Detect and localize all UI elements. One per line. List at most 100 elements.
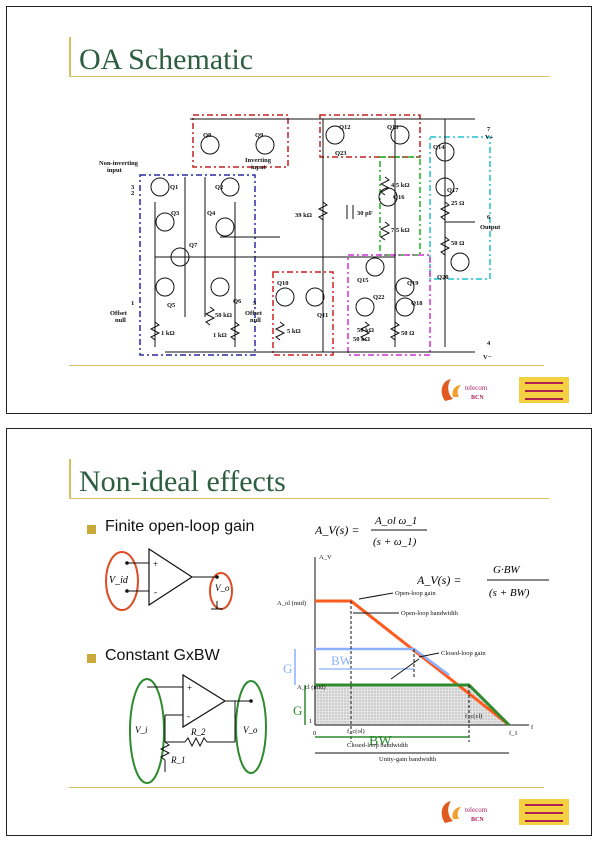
opamp-triangle xyxy=(148,547,194,607)
label-r-50-b: 50 Ω xyxy=(401,330,414,337)
opamp-plus: + xyxy=(187,683,192,693)
opamp-minus: - xyxy=(187,711,190,721)
vo-highlight xyxy=(235,680,267,774)
label-r-39k: 39 kΩ xyxy=(295,212,312,219)
label-q16: Q16 xyxy=(393,194,405,201)
label-q13: Q13 xyxy=(387,124,399,131)
title-accent-bar xyxy=(69,459,71,499)
label-non-inverting: Non-inverting xyxy=(99,160,139,167)
label-open-loop-bw: Open-loop bandwidth xyxy=(401,610,459,617)
label-q23: Q23 xyxy=(335,150,347,157)
label-f: f xyxy=(531,724,534,731)
label-q5: Q5 xyxy=(167,302,176,309)
label-pin7: 7 xyxy=(487,126,491,133)
label-vminus: V− xyxy=(483,354,492,361)
title-accent-bar xyxy=(69,37,71,77)
opamp-minus: - xyxy=(154,587,157,597)
label-q8: Q8 xyxy=(203,132,212,139)
eq1-numerator: A_ol ω_1 xyxy=(374,515,417,527)
eq2-numerator: G·BW xyxy=(493,564,520,576)
logo-name: telecom xyxy=(465,806,488,814)
block-input-stage xyxy=(139,174,256,356)
label-r-5k: 5 kΩ xyxy=(287,328,301,335)
label-pin5: 5 xyxy=(253,300,257,307)
label-r-50k-b: 50 kΩ xyxy=(357,327,374,334)
label-f1: f_1 xyxy=(509,730,518,737)
open-loop-opamp-circuit: + - V_id V_o xyxy=(105,547,233,611)
label-r-50k-c: 50 kΩ xyxy=(353,336,370,343)
label-q14: Q14 xyxy=(433,144,445,151)
equation-gbw: A_V(s) = G·BW (s + BW) xyxy=(417,564,549,599)
label-vo: V_o xyxy=(215,583,230,593)
label-r-50: 50 Ω xyxy=(451,240,464,247)
label-q4: Q4 xyxy=(207,210,216,217)
label-r-75k: 7.5 kΩ xyxy=(391,227,410,234)
label-q19: Q19 xyxy=(407,280,419,287)
label-inverting: Inverting xyxy=(245,157,272,164)
slide-oa-schematic: OA Schematic xyxy=(6,6,592,414)
vi-highlight xyxy=(129,678,165,784)
eq1-lhs: A_V(s) = xyxy=(315,523,359,537)
label-r2: R_2 xyxy=(190,727,206,737)
label-vo: V_o xyxy=(243,725,258,735)
equation-open-loop: A_V(s) = A_ol ω_1 (s + ω_1) xyxy=(315,515,427,548)
label-open-loop-gain: Open-loop gain xyxy=(395,590,436,597)
label-c-30pf: 30 pF xyxy=(357,210,373,217)
label-q10: Q10 xyxy=(277,280,289,287)
label-vi: V_i xyxy=(135,725,148,735)
footer-line xyxy=(69,365,544,366)
telecom-logo-icon: telecom BCN xyxy=(441,377,569,403)
block-bias-bottom xyxy=(272,271,334,356)
label-q15: Q15 xyxy=(357,277,369,284)
op-amp-schematic: Non-inverting input Inverting input 3 2 … xyxy=(99,114,501,361)
label-closed-loop-bw: Closed-loop bandwidth xyxy=(347,742,409,749)
label-pin1: 1 xyxy=(131,300,134,307)
telecom-logo-icon: telecom BCN xyxy=(441,799,569,825)
logo-sub: BCN xyxy=(471,817,484,823)
bullet-finite-gain: Finite open-loop gain xyxy=(105,518,255,535)
label-offset-null-left-2: null xyxy=(115,317,126,324)
block-bias-top xyxy=(319,114,421,158)
opamp-triangle xyxy=(182,673,227,729)
label-pin3: 3 xyxy=(131,184,135,191)
eq1-denominator: (s + ω_1) xyxy=(373,536,417,548)
label-inverting-input: input xyxy=(251,164,267,171)
eq2-denominator: (s + BW) xyxy=(489,587,530,599)
label-g-green: G xyxy=(293,703,302,718)
label-q20: Q20 xyxy=(437,274,449,281)
label-output: Output xyxy=(480,224,501,231)
vid-highlight xyxy=(105,551,139,611)
slide-title: Non-ideal effects xyxy=(79,465,286,498)
label-g-blue: G xyxy=(283,661,292,676)
block-output-stage xyxy=(429,136,491,280)
label-one: 1 xyxy=(309,718,312,725)
logo-name: telecom xyxy=(465,384,488,392)
label-q18: Q18 xyxy=(411,300,423,307)
label-offset-null-left: Offset xyxy=(110,310,128,317)
bullet-marker xyxy=(87,654,96,663)
label-unity-gain-bw: Unity-gain bandwidth xyxy=(379,756,437,763)
logo-sub: BCN xyxy=(471,395,484,401)
label-r-1k-b: 1 kΩ xyxy=(213,332,227,339)
label-acl-mid: A_cl (mid) xyxy=(297,684,326,691)
bullet-constant-gbw: Constant GxBW xyxy=(105,647,220,664)
label-q6: Q6 xyxy=(233,298,242,305)
label-pin6: 6 xyxy=(487,214,491,221)
slide-non-ideal-effects: Non-ideal effects Finite open-loop gain … xyxy=(6,428,592,836)
bode-plot: G G BW BW A_V A_ol (mid) A_cl (mid) 1 0 … xyxy=(277,554,534,763)
label-q22: Q22 xyxy=(373,294,385,301)
label-closed-loop-gain: Closed-loop gain xyxy=(441,650,486,657)
label-zero: 0 xyxy=(313,730,316,737)
label-r-50k-a: 50 kΩ xyxy=(215,312,232,319)
label-q1: Q1 xyxy=(170,184,178,191)
eq2-lhs: A_V(s) = xyxy=(417,573,461,587)
label-r-25: 25 Ω xyxy=(451,200,464,207)
label-aol-mid: A_ol (mid) xyxy=(277,600,306,607)
block-gain-stage xyxy=(347,254,431,356)
bullet-marker xyxy=(87,525,96,534)
label-q12: Q12 xyxy=(339,124,351,131)
label-pin2: 2 xyxy=(131,190,134,197)
label-bw-green: BW xyxy=(369,734,392,749)
non-inverting-amp-circuit: + - V_i V_o R_1 R_2 xyxy=(129,673,267,784)
label-r1: R_1 xyxy=(170,755,186,765)
